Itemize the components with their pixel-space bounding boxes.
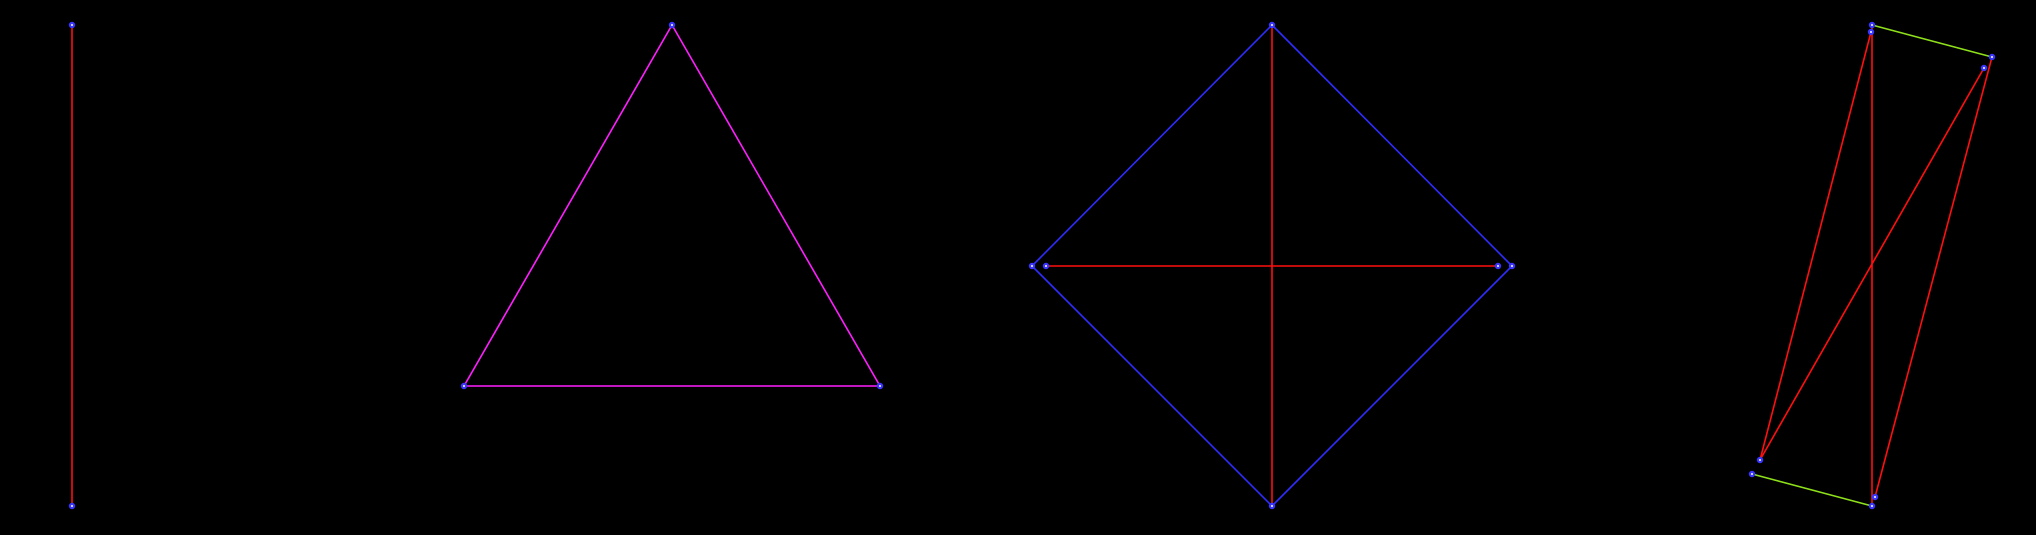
segment-vertex-center: [71, 505, 73, 507]
triangle-vertex-center: [463, 385, 465, 387]
tilted-quad-edge: [1759, 31, 1872, 461]
diamond-edge: [1031, 265, 1273, 507]
tilted-quad-vertex-center: [1991, 56, 1993, 58]
tilted-quad-vertex-center: [1871, 24, 1873, 26]
tilted-quad-vertex-center: [1871, 505, 1873, 507]
segment-figure: [68, 21, 76, 510]
diamond-vertex-center: [1031, 265, 1033, 267]
triangle-vertex-center: [879, 385, 881, 387]
tilted-quad-edge: [1871, 24, 1993, 58]
segment-vertex-center: [71, 24, 73, 26]
tilted-quad-vertex-center: [1870, 31, 1872, 33]
diamond-vertex-center: [1271, 24, 1273, 26]
diamond-vertex-center: [1271, 505, 1273, 507]
tilted-quad-vertex-center: [1874, 496, 1876, 498]
triangle-edge: [463, 24, 673, 387]
tilted-quad-figure: [1748, 21, 1996, 510]
diamond-vertex-center: [1511, 265, 1513, 267]
tilted-quad-vertex-center: [1751, 473, 1753, 475]
triangle-edge: [671, 24, 881, 387]
triangle-vertex-center: [671, 24, 673, 26]
triangle-figure: [460, 21, 884, 390]
tilted-quad-edge: [1759, 67, 1985, 461]
tilted-quad-vertex-center: [1983, 67, 1985, 69]
diamond-figure: [1028, 21, 1516, 510]
tilted-quad-vertex-center: [1759, 459, 1761, 461]
tilted-quad-edge: [1874, 56, 1993, 498]
figure-layer: [68, 21, 1996, 510]
diamond-vertex-center: [1045, 265, 1047, 267]
diamond-vertex-center: [1497, 265, 1499, 267]
tilted-quad-edge: [1751, 473, 1873, 507]
diamond-edge: [1271, 265, 1513, 507]
diamond-edge: [1031, 24, 1273, 267]
diamond-edge: [1271, 24, 1513, 267]
